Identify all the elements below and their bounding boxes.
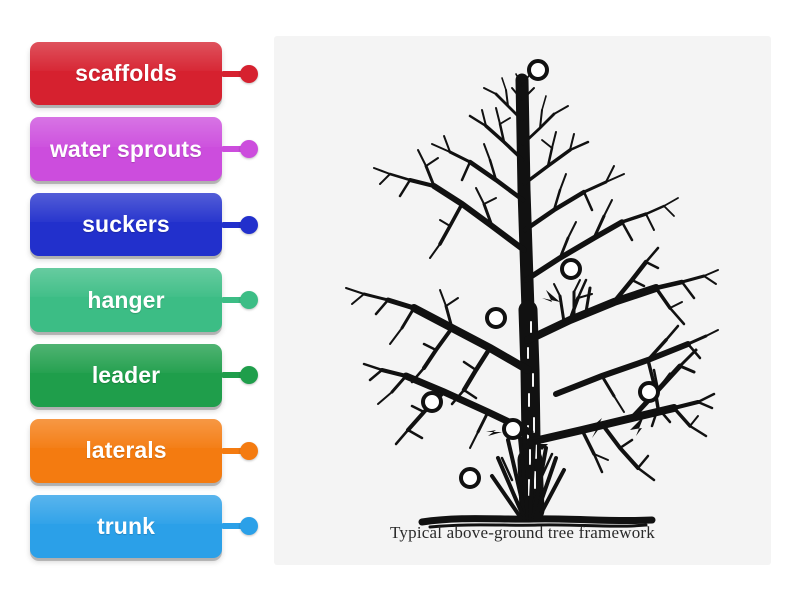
label-row-leader: leader — [30, 338, 260, 413]
connector-line — [222, 70, 242, 77]
connector-dot[interactable] — [240, 290, 258, 309]
diagram-marker-suckers[interactable] — [459, 467, 481, 489]
label-chip-laterals[interactable]: laterals — [30, 419, 222, 483]
diagram-marker-hanger[interactable] — [638, 381, 660, 403]
label-row-suckers: suckers — [30, 187, 260, 262]
diagram-marker-leader[interactable] — [527, 59, 549, 81]
label-chip-scaffolds[interactable]: scaffolds — [30, 42, 222, 106]
diagram-marker-laterals[interactable] — [421, 391, 443, 413]
connector-dot[interactable] — [240, 441, 258, 460]
label-chip-text: trunk — [97, 512, 155, 539]
diagram-marker-trunk[interactable] — [502, 418, 524, 440]
connector-line — [222, 523, 242, 530]
label-row-water-sprouts: water sprouts — [30, 111, 260, 186]
connector-dot[interactable] — [240, 215, 258, 234]
label-connector-suckers — [222, 215, 260, 235]
image-caption: Typical above-ground tree framework — [390, 523, 655, 542]
label-chip-text: water sprouts — [49, 135, 203, 162]
label-chip-text: scaffolds — [75, 60, 177, 87]
label-list: scaffolds water sprouts suckers hanger leade… — [30, 36, 260, 564]
label-row-trunk: trunk — [30, 489, 260, 564]
connector-dot[interactable] — [240, 64, 258, 83]
label-chip-text: suckers — [82, 211, 170, 238]
label-chip-hanger[interactable]: hanger — [30, 268, 222, 332]
label-chip-text: hanger — [87, 286, 165, 313]
diagram-panel: Typical above-ground tree framework — [274, 36, 771, 565]
connector-line — [222, 146, 242, 153]
label-row-scaffolds: scaffolds — [30, 36, 260, 111]
diagram-marker-scaffolds[interactable] — [485, 307, 507, 329]
diagram-image: Typical above-ground tree framework — [274, 36, 771, 565]
diagram-marker-water-sprouts[interactable] — [560, 258, 582, 280]
label-connector-trunk — [222, 516, 260, 536]
label-chip-trunk[interactable]: trunk — [30, 494, 222, 558]
label-connector-leader — [222, 365, 260, 385]
label-row-laterals: laterals — [30, 413, 260, 488]
label-chip-water-sprouts[interactable]: water sprouts — [30, 117, 222, 181]
connector-dot[interactable] — [240, 517, 258, 536]
label-chip-suckers[interactable]: suckers — [30, 192, 222, 257]
connector-line — [222, 221, 242, 228]
label-connector-hanger — [222, 290, 260, 310]
label-chip-text: leader — [91, 361, 161, 388]
connector-dot[interactable] — [240, 366, 258, 385]
label-connector-water-sprouts — [222, 139, 260, 159]
tree-illustration-svg — [345, 73, 719, 529]
label-connector-laterals — [222, 441, 260, 461]
connector-line — [222, 296, 242, 303]
label-row-hanger: hanger — [30, 262, 260, 337]
label-chip-leader[interactable]: leader — [30, 343, 222, 408]
connector-line — [222, 447, 242, 454]
label-connector-scaffolds — [222, 64, 260, 84]
connector-line — [222, 372, 242, 379]
connector-dot[interactable] — [240, 140, 258, 159]
label-chip-text: laterals — [85, 437, 167, 464]
